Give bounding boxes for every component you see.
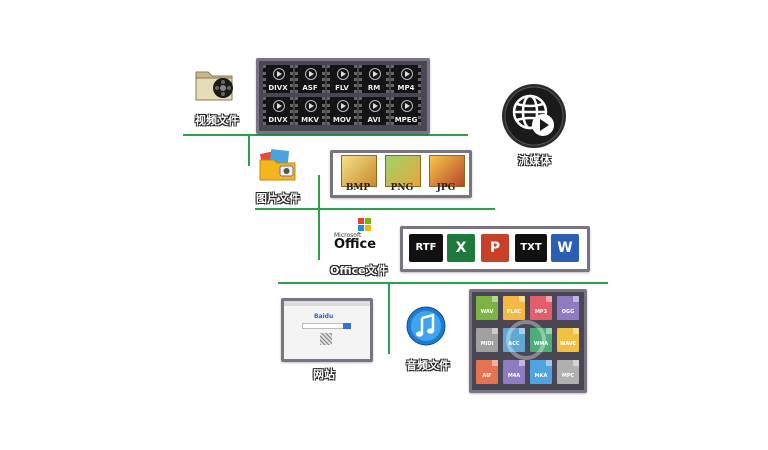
audio-format-tile: WAV <box>476 296 498 320</box>
search-input <box>302 323 344 329</box>
image-formats-panel: BMP PNG JPG <box>330 150 472 198</box>
itunes-music-icon <box>406 306 446 346</box>
video-format-tile: FLV <box>327 65 357 93</box>
png-icon: PNG <box>381 155 423 193</box>
connector-v-2 <box>318 175 320 208</box>
video-label: 视频文件 <box>195 114 239 127</box>
picture-folder-icon <box>258 146 298 182</box>
audio-format-tile: MIDI <box>476 328 498 352</box>
search-button <box>343 323 351 329</box>
connector-h-1 <box>183 134 468 136</box>
office-logo-small: Microsoft <box>334 232 362 239</box>
audio-format-tile: WAVE <box>557 328 579 352</box>
audio-format-tile: AIF <box>476 360 498 384</box>
video-format-tile: DIVX <box>263 65 293 93</box>
audio-format-tile: M4A <box>503 360 525 384</box>
connector-v-4 <box>388 284 390 354</box>
audio-format-tile: OGG <box>557 296 579 320</box>
audio-format-tile: MKA <box>530 360 552 384</box>
connector-h-2 <box>255 208 495 210</box>
office-logo: Microsoft Office <box>334 218 380 254</box>
office-label: Office文件 <box>330 264 388 277</box>
video-folder-icon <box>193 64 237 104</box>
excel-icon: X <box>447 234 475 262</box>
connector-v-1 <box>248 134 250 166</box>
website-browser-thumbnail: Baidu <box>281 298 373 362</box>
audio-format-tile: MPC <box>557 360 579 384</box>
streaming-globe-icon <box>500 82 568 150</box>
video-format-tile: MPEG <box>391 97 421 125</box>
stream-label: 流媒体 <box>518 154 551 167</box>
connector-h-3 <box>278 282 608 284</box>
txt-icon: TXT <box>515 234 547 262</box>
video-format-tile: DIVX <box>263 97 293 125</box>
jpg-icon: JPG <box>425 155 467 193</box>
video-format-tile: RM <box>359 65 389 93</box>
video-format-tile: MP4 <box>391 65 421 93</box>
baidu-logo: Baidu <box>314 313 334 320</box>
office-formats-panel: RTF X P TXT W <box>400 226 590 272</box>
powerpoint-icon: P <box>481 234 509 262</box>
office-logo-big: Office <box>334 237 377 252</box>
audio-formats-panel: WAV FLAC MP3 OGG MIDI ACC WMA WAVE AIF M… <box>469 289 587 393</box>
video-format-tile: ASF <box>295 65 325 93</box>
video-format-tile: MKV <box>295 97 325 125</box>
connector-v-3 <box>318 210 320 260</box>
audio-format-tile: MP3 <box>530 296 552 320</box>
audio-format-tile: FLAC <box>503 296 525 320</box>
watermark-circle-icon <box>506 320 546 360</box>
video-format-tile: MOV <box>327 97 357 125</box>
video-format-tile: AVI <box>359 97 389 125</box>
image-label: 图片文件 <box>256 192 300 205</box>
word-icon: W <box>551 234 579 262</box>
rtf-icon: RTF <box>409 234 443 262</box>
video-formats-panel: DIVX ASF FLV RM MP4 DIVX MKV MOV AVI MPE… <box>256 58 430 134</box>
bmp-icon: BMP <box>337 155 379 193</box>
website-label: 网站 <box>313 368 335 381</box>
audio-label: 音频文件 <box>406 359 450 372</box>
